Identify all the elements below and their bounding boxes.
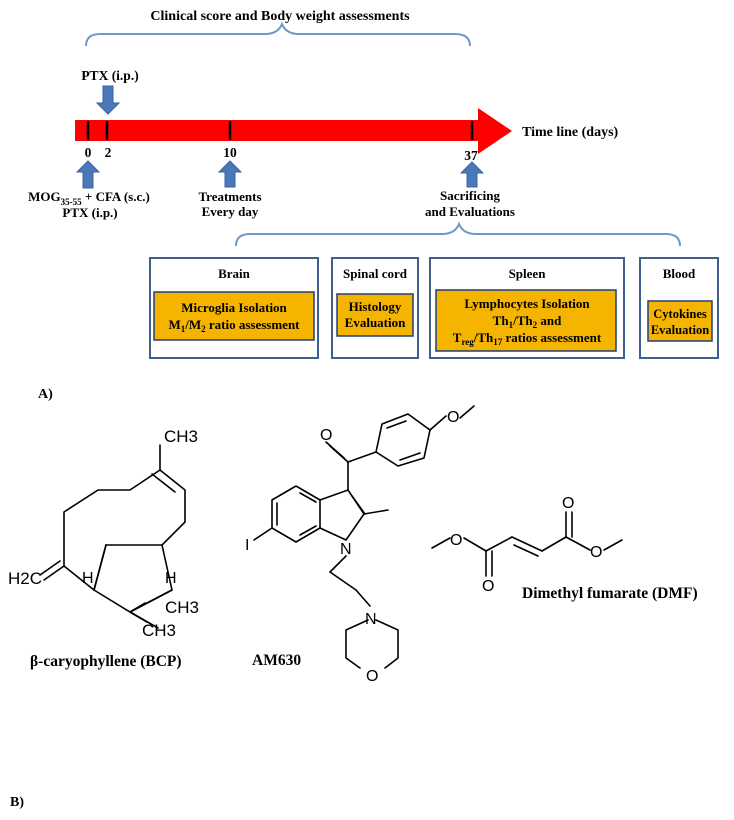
day-2-label: 2 xyxy=(105,145,112,160)
day-37-label: 37 xyxy=(464,148,478,163)
am630-caption: AM630 xyxy=(252,652,301,669)
up-arrow-day0-icon xyxy=(75,160,101,189)
ptx-top-label: PTX (i.p.) xyxy=(81,68,138,83)
cytokines-label: Cytokines xyxy=(653,307,707,321)
bcp-h-right: H xyxy=(165,570,177,587)
top-brace xyxy=(85,21,471,47)
bcp-ch3-a: CH3 xyxy=(165,598,199,617)
blood-title: Blood xyxy=(663,266,696,281)
bcp-ch3-top: CH3 xyxy=(164,427,198,446)
brain-yellow-box xyxy=(153,291,315,341)
every-day-label: Every day xyxy=(202,204,259,219)
dmf-structure xyxy=(431,511,623,577)
timeline-arrow xyxy=(75,108,512,154)
lymphocytes-label: Lymphocytes Isolation xyxy=(464,296,590,311)
dmf-o4: O xyxy=(590,544,602,561)
spleen-yellow-box xyxy=(435,289,617,352)
sacrificing-label: Sacrificing xyxy=(440,188,500,203)
bcp-caption: β-caryophyllene (BCP) xyxy=(30,653,182,670)
am630-iodine: I xyxy=(245,537,249,554)
dmf-caption: Dimethyl fumarate (DMF) xyxy=(522,585,698,602)
dmf-o2: O xyxy=(482,578,494,595)
am630-o-methoxy: O xyxy=(447,409,459,426)
histology-label: Histology xyxy=(349,299,402,314)
timeline-label: Time line (days) xyxy=(522,125,619,140)
day-0-label: 0 xyxy=(85,145,92,160)
bcp-ch3-b: CH3 xyxy=(142,621,176,640)
blood-evaluation-label: Evaluation xyxy=(651,323,709,337)
ptx-bottom-label: PTX (i.p.) xyxy=(62,205,117,220)
blood-yellow-box xyxy=(647,300,713,342)
am630-structure xyxy=(253,405,475,669)
brain-title: Brain xyxy=(218,266,251,281)
dmf-o3: O xyxy=(562,495,574,512)
am630-o-morph: O xyxy=(366,668,378,685)
up-arrow-day37-icon xyxy=(459,161,485,188)
evaluation-brace xyxy=(235,221,681,247)
treg-th17-label: Treg/Th17 ratios assessment xyxy=(453,330,602,347)
th1th2-label: Th1/Th2 and xyxy=(493,313,562,330)
cfa-text: + CFA (s.c.) xyxy=(82,189,150,204)
panel-a-label: A) xyxy=(38,387,53,402)
am630-o-carbonyl: O xyxy=(320,427,332,444)
panel-b-label: B) xyxy=(10,795,24,810)
bcp-structure xyxy=(39,444,186,629)
bcp-h-left: H xyxy=(82,570,94,587)
dmf-o1: O xyxy=(450,532,462,549)
mog-cfa-label: MOG35-55 + CFA (s.c.) xyxy=(28,189,150,207)
spinal-evaluation-label: Evaluation xyxy=(345,315,406,330)
day-10-label: 10 xyxy=(223,145,237,160)
m1m2-label: M1/M2 ratio assessment xyxy=(168,317,300,334)
top-brace-label: Clinical score and Body weight assessmen… xyxy=(150,9,410,24)
up-arrow-day10-icon xyxy=(217,160,243,188)
treatments-label: Treatments xyxy=(198,189,261,204)
bcp-h2c: H2C xyxy=(8,569,42,588)
am630-n-indole: N xyxy=(340,541,352,558)
down-arrow-ptx-icon xyxy=(95,85,121,115)
spleen-title: Spleen xyxy=(509,266,547,281)
am630-n-morph: N xyxy=(365,611,377,628)
mog-text: MOG xyxy=(28,189,61,204)
spinal-cord-title: Spinal cord xyxy=(343,266,408,281)
spinal-yellow-box xyxy=(336,293,414,337)
evaluations-label: and Evaluations xyxy=(425,204,515,219)
mog-subscript: 35-55 xyxy=(61,197,82,207)
microglia-label: Microglia Isolation xyxy=(181,300,287,315)
